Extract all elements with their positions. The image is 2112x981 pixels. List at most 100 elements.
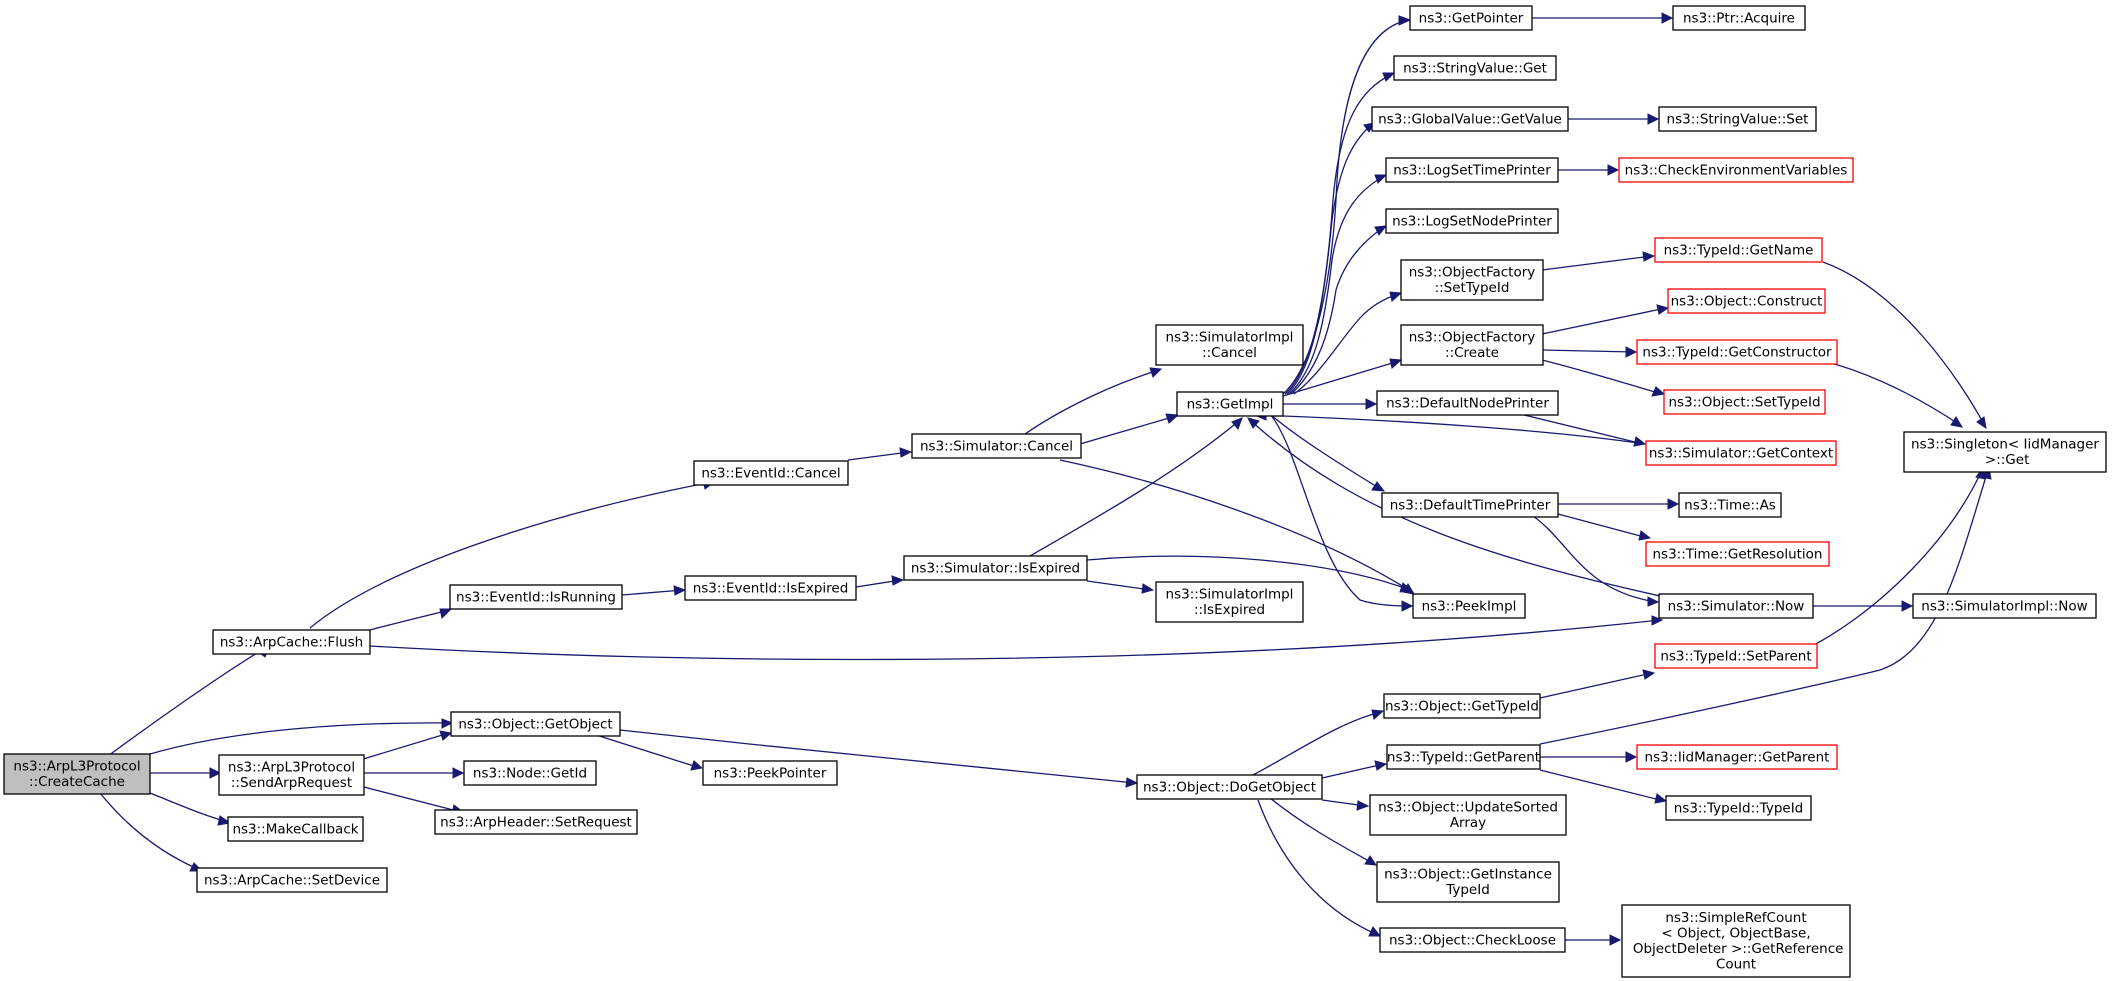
node-label: TypeId (1445, 882, 1490, 898)
node-typeid-getname[interactable]: ns3::TypeId::GetName (1654, 237, 1823, 263)
node-simimpl-cancel[interactable]: ns3::SimulatorImpl::Cancel (1155, 324, 1304, 366)
node-peekpointer[interactable]: ns3::PeekPointer (702, 760, 838, 786)
node-object-dogetobject[interactable]: ns3::Object::DoGetObject (1136, 774, 1323, 800)
node-box (1672, 5, 1806, 31)
node-label: ns3::GlobalValue::GetValue (1378, 111, 1562, 127)
node-label: ns3::Simulator::Now (1668, 598, 1805, 614)
node-arpcache-flush[interactable]: ns3::ArpCache::Flush (212, 629, 371, 655)
node-label: ns3::TypeId::GetConstructor (1642, 344, 1832, 360)
edge-simisexpired-peekimpl (1086, 555, 1414, 593)
node-box (1383, 693, 1541, 719)
node-time-as[interactable]: ns3::Time::As (1678, 492, 1782, 518)
node-globalvalue-getvalue[interactable]: ns3::GlobalValue::GetValue (1371, 106, 1569, 132)
node-box (1665, 795, 1812, 821)
node-eventid-isexpired[interactable]: ns3::EventId::IsExpired (684, 575, 857, 601)
node-label: ns3::Object::SetTypeId (1668, 394, 1820, 410)
node-label: < Object, ObjectBase, (1661, 926, 1810, 942)
node-box (218, 754, 365, 796)
node-node-getid[interactable]: ns3::Node::GetId (463, 760, 597, 786)
node-eventid-isrunning[interactable]: ns3::EventId::IsRunning (449, 584, 623, 610)
node-label: ns3::DefaultNodePrinter (1386, 395, 1549, 411)
node-object-settypeid[interactable]: ns3::Object::SetTypeId (1663, 389, 1826, 415)
node-object-gettypeid[interactable]: ns3::Object::GetTypeId (1383, 693, 1541, 719)
node-singleton-get[interactable]: ns3::Singleton< IidManager >::Get (1903, 431, 2107, 473)
node-label: ns3::MakeCallback (232, 821, 358, 837)
node-ptr-acquire[interactable]: ns3::Ptr::Acquire (1672, 5, 1806, 31)
node-simulator-now[interactable]: ns3::Simulator::Now (1658, 593, 1814, 619)
node-box (1654, 237, 1823, 263)
node-simulator-isexpired[interactable]: ns3::Simulator::IsExpired (903, 555, 1088, 581)
node-box (1636, 339, 1838, 365)
node-eventid-cancel[interactable]: ns3::EventId::Cancel (693, 460, 849, 486)
node-defaulttimeprinter[interactable]: ns3::DefaultTimePrinter (1381, 492, 1559, 518)
node-create-cache[interactable]: ns3::ArpL3Protocol::CreateCache (3, 753, 151, 795)
node-label: ns3::Simulator::Cancel (920, 438, 1073, 454)
node-peekimpl[interactable]: ns3::PeekImpl (1412, 593, 1526, 619)
edge-simcancel-peekimpl (1059, 459, 1415, 595)
node-object-construct[interactable]: ns3::Object::Construct (1667, 288, 1826, 314)
node-object-checkloose[interactable]: ns3::Object::CheckLoose (1379, 927, 1566, 953)
edge-getimpl-defaulttime (1269, 413, 1386, 492)
edge-globalvalue-stringset (1568, 113, 1660, 125)
node-typeid-getparent[interactable]: ns3::TypeId::GetParent (1386, 744, 1541, 770)
node-simulator-getcontext[interactable]: ns3::Simulator::GetContext (1645, 440, 1837, 466)
node-box (1376, 390, 1559, 416)
edge-getname-singleton (1822, 261, 1987, 430)
node-send-arp-request[interactable]: ns3::ArpL3Protocol::SendArpRequest (218, 754, 365, 796)
node-simplerefcount-getrefcount[interactable]: ns3::SimpleRefCount< Object, ObjectBase,… (1621, 904, 1851, 978)
node-simimpl-isexpired[interactable]: ns3::SimulatorImpl::IsExpired (1155, 581, 1304, 623)
node-label: ::SendArpRequest (231, 775, 352, 791)
node-box (1400, 324, 1544, 366)
edge-getobject-dogetobject (619, 729, 1139, 788)
node-box (1912, 593, 2097, 619)
node-box (1618, 157, 1854, 183)
node-getpointer[interactable]: ns3::GetPointer (1409, 5, 1533, 31)
node-typeid-setparent[interactable]: ns3::TypeId::SetParent (1654, 643, 1818, 669)
node-box (212, 629, 371, 655)
edge-settypeid-getname (1541, 251, 1656, 271)
node-label: ns3::CheckEnvironmentVariables (1625, 162, 1848, 178)
node-box (1645, 541, 1830, 567)
edge-setparent-singleton (1811, 466, 1986, 647)
node-time-getresolution[interactable]: ns3::Time::GetResolution (1645, 541, 1830, 567)
node-simimpl-now[interactable]: ns3::SimulatorImpl::Now (1912, 593, 2097, 619)
node-box (903, 555, 1088, 581)
node-label: ns3::DefaultTimePrinter (1390, 497, 1551, 513)
node-label: ns3::EventId::IsRunning (456, 589, 616, 605)
node-defaultnodeprinter[interactable]: ns3::DefaultNodePrinter (1376, 390, 1559, 416)
node-label: ns3::Object::GetObject (458, 716, 612, 732)
node-objfactory-settypeid[interactable]: ns3::ObjectFactory::SetTypeId (1400, 259, 1544, 301)
edge-createcache-flush (107, 644, 271, 757)
node-iidmanager-getparent[interactable]: ns3::IidManager::GetParent (1636, 744, 1838, 770)
node-label: ns3::Node::GetId (473, 765, 587, 781)
node-label: Count (1716, 957, 1756, 973)
node-label: ns3::ArpCache::SetDevice (204, 872, 380, 888)
node-getimpl[interactable]: ns3::GetImpl (1176, 391, 1284, 417)
node-typeid-typeid[interactable]: ns3::TypeId::TypeId (1665, 795, 1812, 821)
node-objfactory-create[interactable]: ns3::ObjectFactory::Create (1400, 324, 1544, 366)
node-logsettimeprinter[interactable]: ns3::LogSetTimePrinter (1385, 157, 1559, 183)
node-stringvalue-get[interactable]: ns3::StringValue::Get (1393, 55, 1557, 81)
node-label: ns3::StringValue::Set (1667, 111, 1809, 127)
edge-getconstructor-singleton (1819, 359, 1963, 428)
node-box (1386, 744, 1541, 770)
node-simulator-cancel[interactable]: ns3::Simulator::Cancel (911, 433, 1082, 459)
node-arpcache-setdevice[interactable]: ns3::ArpCache::SetDevice (196, 867, 388, 893)
node-logsetnodeprinter[interactable]: ns3::LogSetNodePrinter (1385, 208, 1559, 234)
node-box (1663, 389, 1826, 415)
node-stringvalue-set[interactable]: ns3::StringValue::Set (1658, 106, 1817, 132)
edge-dogetobject-instancetypeid (1269, 797, 1377, 866)
node-arpheader-setrequest[interactable]: ns3::ArpHeader::SetRequest (434, 809, 638, 835)
edge-dogetobject-checkloose (1257, 799, 1382, 937)
edge-getparent-typeid (1539, 769, 1668, 804)
node-checkenv[interactable]: ns3::CheckEnvironmentVariables (1618, 157, 1854, 183)
node-object-getobject[interactable]: ns3::Object::GetObject (450, 711, 621, 737)
edge-gettypeid-setparent (1539, 669, 1656, 699)
node-typeid-getconstructor[interactable]: ns3::TypeId::GetConstructor (1636, 339, 1838, 365)
node-make-callback[interactable]: ns3::MakeCallback (227, 816, 364, 842)
call-graph-nodes: ns3::ArpL3Protocol::CreateCachens3::ArpC… (3, 5, 2107, 978)
node-label: ns3::Simulator::IsExpired (911, 560, 1080, 576)
node-label: ns3::SimulatorImpl (1166, 330, 1294, 346)
